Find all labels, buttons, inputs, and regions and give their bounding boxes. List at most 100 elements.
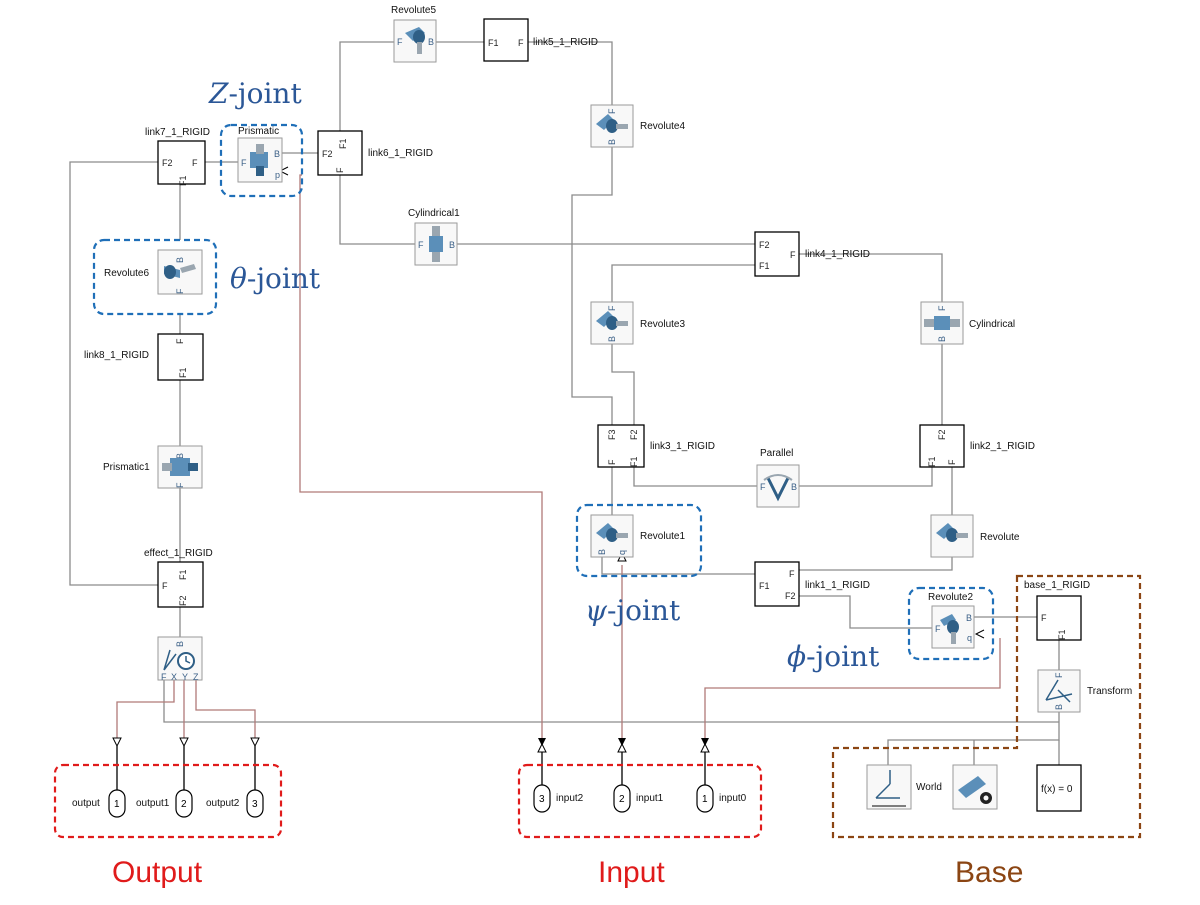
link6-block[interactable]: F2 link6_1_RIGID F1 F	[317, 130, 433, 176]
inport-3[interactable]: 3 input2	[533, 784, 584, 813]
parallel-block[interactable]: F B Parallel	[756, 448, 800, 508]
link3-block[interactable]: F3 F2 F F1 link3_1_RIGID	[597, 424, 715, 468]
svg-text:B: B	[937, 336, 947, 342]
transform-block[interactable]: F B Transform	[1037, 669, 1132, 713]
fx-block[interactable]: f(x) = 0	[1036, 764, 1082, 812]
inport-2-label: input1	[636, 793, 664, 804]
world-frame-icon	[872, 770, 906, 807]
link5-label: link5_1_RIGID	[533, 37, 598, 48]
outport-2-label: output1	[136, 798, 170, 809]
prismatic-block[interactable]: F B p Prismatic	[237, 126, 283, 183]
revolute1-block[interactable]: B q Revolute1	[590, 514, 685, 558]
cylindrical1-label: Cylindrical1	[408, 208, 460, 219]
svg-text:F: F	[192, 158, 198, 168]
revolute5-label: Revolute5	[391, 5, 436, 16]
svg-text:F2: F2	[322, 149, 333, 159]
link2-block[interactable]: F2 F1 F link2_1_RIGID	[919, 424, 1035, 468]
connection-lines	[69, 41, 1060, 765]
prismatic1-block[interactable]: B F Prismatic1	[103, 445, 203, 489]
inport-3-label: input2	[556, 793, 584, 804]
svg-text:F: F	[518, 38, 524, 48]
revolute-icon	[596, 114, 628, 133]
svg-text:F: F	[760, 482, 766, 492]
svg-text:F: F	[175, 482, 185, 488]
revolute-icon	[936, 523, 968, 542]
svg-text:F1: F1	[629, 456, 639, 467]
link1-block[interactable]: F1 F F2 link1_1_RIGID	[754, 561, 870, 607]
svg-text:B: B	[428, 37, 434, 47]
base-label: base_1_RIGID	[1024, 580, 1090, 591]
revolute-block[interactable]: Revolute	[930, 514, 1020, 558]
link5-block[interactable]: F1 F link5_1_RIGID	[483, 18, 598, 62]
svg-text:F: F	[607, 305, 617, 311]
svg-text:F: F	[1041, 613, 1047, 623]
outport-3[interactable]: 3 output2	[206, 789, 264, 818]
svg-text:F1: F1	[178, 175, 188, 186]
revolute6-label: Revolute6	[104, 268, 149, 279]
svg-text:F: F	[937, 305, 947, 311]
prismatic-icon	[250, 144, 268, 176]
svg-text:q: q	[967, 633, 972, 643]
revolute-icon	[596, 311, 628, 330]
joint-annotations: Z-joint θ-joint ψ-joint ϕ-joint	[208, 77, 880, 673]
svg-text:F: F	[162, 581, 168, 591]
svg-text:F: F	[607, 108, 617, 114]
theta-joint-annotation: θ-joint	[230, 262, 321, 295]
z-joint-highlight	[219, 123, 304, 198]
revolute-icon	[405, 27, 425, 54]
svg-text:F: F	[397, 37, 403, 47]
link7-block[interactable]: F2 F F1 link7_1_RIGID	[145, 127, 210, 186]
transform-sensor-block[interactable]: B F X Y Z	[157, 636, 203, 682]
mechanism-configuration-block[interactable]	[952, 764, 998, 810]
revolute6-block[interactable]: B F Revolute6	[104, 249, 203, 295]
svg-text:q: q	[617, 550, 627, 555]
base-block[interactable]: F F1 base_1_RIGID	[1024, 580, 1090, 641]
link7-label: link7_1_RIGID	[145, 127, 210, 138]
parallel-label: Parallel	[760, 448, 793, 459]
prismatic-icon	[162, 458, 198, 476]
link8-block[interactable]: F F1 link8_1_RIGID	[84, 333, 204, 381]
svg-text:F2: F2	[178, 595, 188, 606]
input-group-box	[517, 763, 763, 839]
svg-text:F: F	[1054, 672, 1064, 678]
parallel-icon	[763, 474, 793, 502]
cylindrical-icon	[429, 226, 443, 262]
cylindrical1-block[interactable]: F B Cylindrical1	[408, 208, 460, 266]
inport-2[interactable]: 2 input1	[613, 784, 664, 813]
phi-joint-annotation: ϕ-joint	[787, 640, 880, 673]
cylindrical-block[interactable]: F B Cylindrical	[920, 301, 1015, 345]
svg-text:F: F	[241, 158, 247, 168]
revolute5-block[interactable]: F B Revolute5	[391, 5, 437, 63]
revolute4-block[interactable]: F B Revolute4	[590, 104, 685, 148]
svg-text:Y: Y	[182, 672, 188, 682]
outport-2[interactable]: 2 output1	[136, 789, 193, 818]
revolute3-block[interactable]: F B Revolute3	[590, 301, 685, 345]
rigid-blocks: F1 F link5_1_RIGID F2 F F1 link7_1_RIGID…	[84, 18, 1090, 812]
revolute3-label: Revolute3	[640, 319, 685, 330]
svg-text:F: F	[790, 250, 796, 260]
phi-joint-highlight	[907, 586, 995, 661]
svg-text:F1: F1	[759, 261, 770, 271]
signal-lines	[116, 174, 1001, 738]
svg-text:F: F	[607, 459, 617, 465]
svg-text:2: 2	[619, 794, 625, 805]
svg-text:B: B	[607, 336, 617, 342]
svg-text:F: F	[418, 240, 424, 250]
svg-text:F1: F1	[759, 581, 770, 591]
prismatic-label: Prismatic	[238, 126, 279, 137]
world-block[interactable]: World	[866, 764, 942, 810]
outport-1[interactable]: 1 output	[72, 789, 126, 818]
svg-text:B: B	[449, 240, 455, 250]
svg-text:B: B	[274, 149, 280, 159]
group-captions: Output Input Base	[112, 856, 1023, 889]
link1-label: link1_1_RIGID	[805, 580, 870, 591]
world-label: World	[916, 782, 942, 793]
svg-text:X: X	[171, 672, 177, 682]
svg-text:F1: F1	[1057, 629, 1067, 640]
revolute2-block[interactable]: F B q Revolute2	[928, 592, 975, 649]
inport-1[interactable]: 1 input0	[696, 784, 747, 813]
link4-block[interactable]: F2 F1 F link4_1_RIGID	[754, 231, 870, 277]
effect-block[interactable]: F F1 F2 effect_1_RIGID	[144, 548, 213, 608]
svg-text:F3: F3	[607, 429, 617, 440]
svg-text:F2: F2	[162, 158, 173, 168]
